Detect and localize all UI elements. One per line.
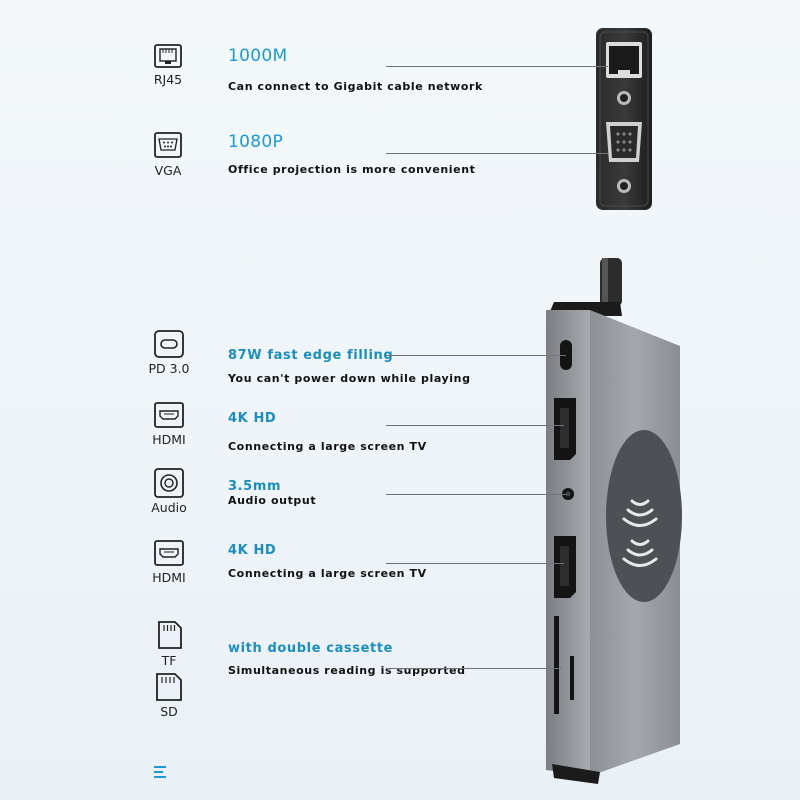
hdmi-port-icon (154, 540, 184, 566)
sd-card-icon (155, 672, 183, 702)
feature-title-vga: 1080P (228, 132, 284, 152)
port-label-hdmi-1: HDMI (152, 432, 186, 447)
feature-title-hdmi-2: 4K HD (228, 543, 277, 558)
usb-c-port-icon (154, 330, 184, 358)
feature-desc-audio: Audio output (228, 494, 317, 507)
leader-line-vga (386, 153, 608, 154)
hdmi-port-icon (154, 402, 184, 428)
feature-desc-rj45: Can connect to Gigabit cable network (228, 80, 483, 93)
feature-title-card: with double cassette (228, 641, 394, 656)
port-label-pd: PD 3.0 (148, 361, 190, 376)
leader-line-pd (386, 355, 566, 356)
feature-desc-vga: Office projection is more convenient (228, 163, 476, 176)
feature-desc-card: Simultaneous reading is supported (228, 664, 466, 677)
leader-line-audio (386, 494, 566, 495)
leader-line-hdmi-1 (386, 425, 564, 426)
port-label-sd: SD (160, 704, 178, 719)
device-top-end (594, 26, 654, 212)
port-label-audio: Audio (151, 500, 187, 515)
feature-desc-hdmi-1: Connecting a large screen TV (228, 440, 427, 453)
port-label-rj45: RJ45 (153, 72, 183, 87)
port-label-vga: VGA (154, 163, 182, 178)
device-main-body (540, 258, 690, 788)
port-label-tf: TF (161, 653, 177, 668)
leader-line-rj45 (386, 66, 608, 67)
feature-title-audio: 3.5mm (228, 479, 282, 494)
tf-card-icon (155, 620, 183, 650)
feature-title-rj45: 1000M (228, 46, 288, 66)
port-label-hdmi-2: HDMI (152, 570, 186, 585)
leader-line-card (386, 668, 562, 669)
feature-title-hdmi-1: 4K HD (228, 411, 277, 426)
feature-title-pd: 87W fast edge filling (228, 348, 394, 363)
vga-port-icon (154, 132, 182, 158)
ethernet-port-icon (154, 44, 182, 68)
leader-line-hdmi-2 (386, 563, 564, 564)
feature-desc-hdmi-2: Connecting a large screen TV (228, 567, 427, 580)
menu-lines-icon[interactable] (154, 766, 168, 778)
audio-jack-icon (154, 468, 184, 498)
feature-desc-pd: You can't power down while playing (228, 372, 471, 385)
